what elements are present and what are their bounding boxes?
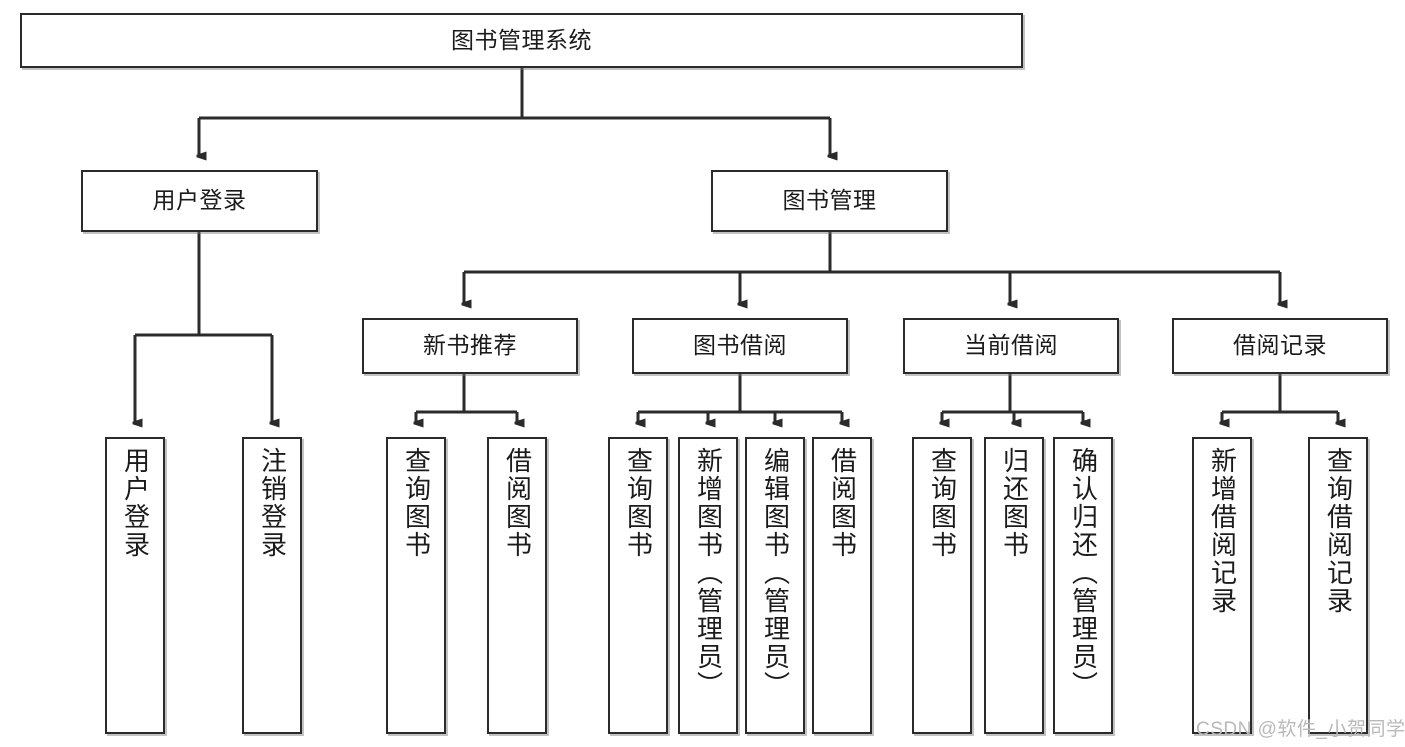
node-leaf-query-borrow-record-label: 查询借阅记录 [1323,447,1354,615]
node-current-borrow[interactable]: 当前借阅 [903,318,1119,374]
node-leaf-confirm-return[interactable]: 确认归还（管理员） [1053,437,1113,734]
node-leaf-query-book-borrow-label: 查询图书 [623,447,654,559]
node-leaf-borrow-book[interactable]: 借阅图书 [812,437,872,734]
node-user-login[interactable]: 用户登录 [81,170,318,232]
user-login-to-leaves-connectors [135,232,272,423]
node-leaf-edit-book-label: 编辑图书（管理员） [760,447,791,699]
book-management-to-level3-connectors [464,232,1280,304]
node-leaf-add-borrow-record[interactable]: 新增借阅记录 [1192,437,1252,734]
csdn-watermark: CSDN @软件_小贺同学 [1196,719,1405,740]
new-book-recommend-to-leaves-connectors [416,374,517,423]
node-leaf-query-book-current[interactable]: 查询图书 [912,437,972,734]
node-leaf-query-borrow-record[interactable]: 查询借阅记录 [1308,437,1368,734]
node-leaf-query-book-current-label: 查询图书 [927,447,958,559]
node-borrow-record-label: 借阅记录 [1233,332,1327,359]
node-borrow-record[interactable]: 借阅记录 [1172,318,1388,374]
node-leaf-confirm-return-label: 确认归还（管理员） [1068,447,1099,699]
node-new-book-recommend[interactable]: 新书推荐 [362,318,578,374]
node-book-borrow[interactable]: 图书借阅 [632,318,848,374]
node-book-borrow-label: 图书借阅 [693,332,787,359]
node-root[interactable]: 图书管理系统 [20,13,1023,68]
node-leaf-add-borrow-record-label: 新增借阅记录 [1207,447,1238,615]
node-leaf-return-book-label: 归还图书 [999,447,1030,559]
root-to-level2-connectors [199,68,830,156]
current-borrow-to-leaves-connectors [942,374,1083,423]
node-leaf-logout-label: 注销登录 [257,447,288,559]
node-book-management[interactable]: 图书管理 [711,170,948,232]
node-new-book-recommend-label: 新书推荐 [423,332,517,359]
node-user-login-label: 用户登录 [152,187,247,214]
node-leaf-user-login-label: 用户登录 [120,447,151,559]
node-leaf-query-book-new[interactable]: 查询图书 [386,437,446,734]
node-leaf-logout[interactable]: 注销登录 [242,437,302,734]
node-leaf-query-book-borrow[interactable]: 查询图书 [608,437,668,734]
node-leaf-query-book-new-label: 查询图书 [401,447,432,559]
node-root-label: 图书管理系统 [451,26,592,53]
node-leaf-borrow-book-label: 借阅图书 [827,447,858,559]
borrow-record-to-leaves-connectors [1222,374,1338,423]
node-leaf-add-book[interactable]: 新增图书（管理员） [678,437,738,734]
node-leaf-edit-book[interactable]: 编辑图书（管理员） [745,437,805,734]
book-borrow-to-leaves-connectors [638,374,842,423]
node-leaf-return-book[interactable]: 归还图书 [984,437,1044,734]
node-leaf-borrow-book-new-label: 借阅图书 [502,447,533,559]
node-leaf-borrow-book-new[interactable]: 借阅图书 [487,437,547,734]
node-leaf-add-book-label: 新增图书（管理员） [693,447,724,699]
node-current-borrow-label: 当前借阅 [964,332,1058,359]
node-book-management-label: 图书管理 [782,187,877,214]
node-leaf-user-login[interactable]: 用户登录 [105,437,165,734]
